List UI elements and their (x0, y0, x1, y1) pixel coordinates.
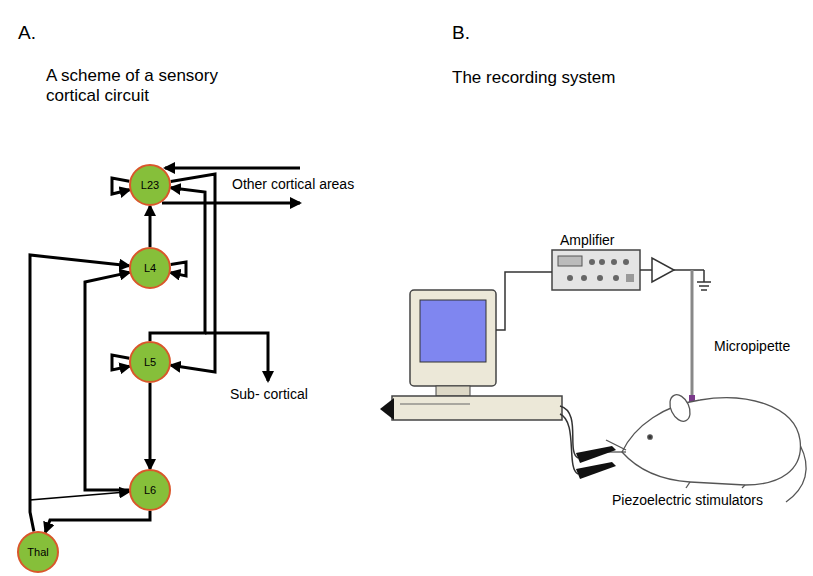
layer-name: Thal (27, 546, 48, 558)
computer (380, 290, 562, 420)
cable (674, 269, 704, 271)
projection-arrow (149, 383, 152, 469)
layer-circle: L4 (129, 247, 171, 289)
panel-heading: A scheme of a sensory cortical circuit (46, 66, 246, 107)
output-arrow (162, 202, 300, 205)
projection-arrow (45, 511, 150, 532)
cable (640, 269, 652, 271)
annotation: Amplifier (560, 232, 614, 249)
rat (604, 392, 806, 502)
projection-arrow (30, 492, 129, 532)
ground-symbol (697, 270, 711, 290)
annotation: Sub- cortical (230, 386, 308, 403)
layer-circle: L23 (129, 164, 171, 206)
layer-circle: L5 (129, 341, 171, 383)
projection-arrow (85, 272, 130, 490)
layer-name: L4 (144, 262, 156, 274)
projection-arrow (112, 355, 130, 370)
projection-arrow (171, 174, 215, 372)
projection-arrow (30, 255, 129, 531)
projection-arrow (149, 206, 152, 247)
projection-arrow (171, 262, 187, 276)
projection-arrow (112, 178, 130, 194)
amplifier (552, 250, 640, 290)
panel-letter: A. (18, 22, 36, 45)
panel-heading: The recording system (452, 68, 615, 88)
annotation: Other cortical areas (232, 176, 354, 193)
panel-letter: B. (452, 22, 470, 45)
piezoelectric-stimulator (560, 406, 616, 479)
layer-circle: L6 (129, 469, 171, 511)
layer-name: L5 (144, 356, 156, 368)
amplifier-symbol (652, 258, 674, 282)
micropipette (691, 270, 694, 395)
layer-circle: Thal (17, 531, 59, 573)
layer-name: L6 (144, 484, 156, 496)
layer-name: L23 (141, 179, 159, 191)
input-arrow (165, 167, 300, 170)
annotation: Piezoelectric stimulators (612, 492, 763, 509)
annotation: Micropipette (714, 338, 790, 355)
cable (496, 272, 552, 330)
